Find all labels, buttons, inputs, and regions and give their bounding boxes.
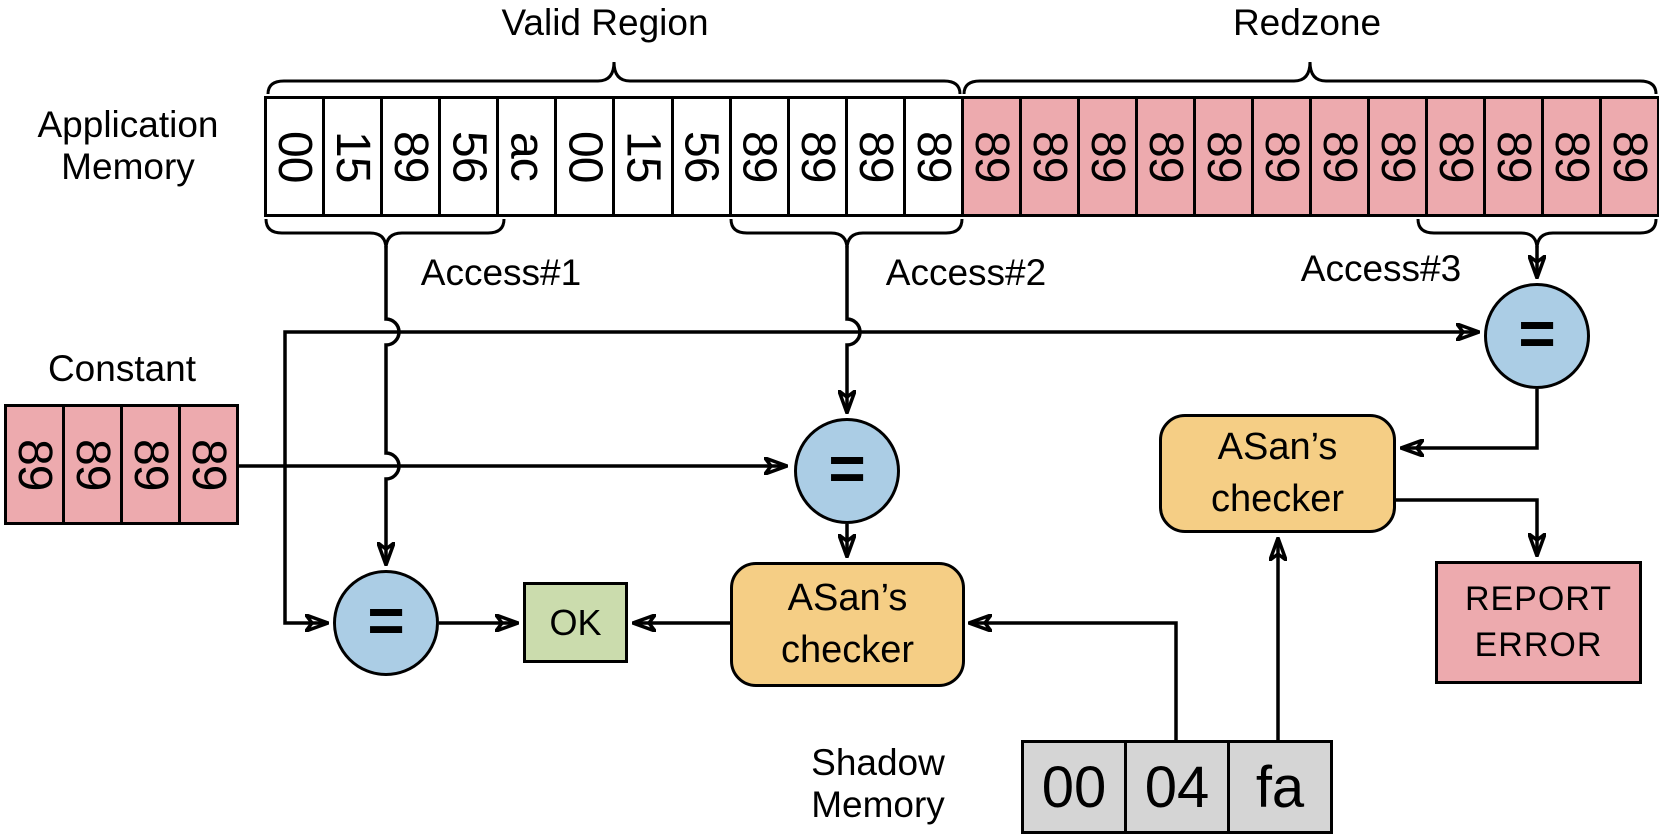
memory-cell: 00 [557, 99, 616, 214]
constant-cell: 89 [7, 407, 65, 522]
redzone-cell: 89 [1312, 99, 1370, 214]
shadow-memory-label: Shadow Memory [811, 742, 945, 826]
redzone-cell: 89 [1080, 99, 1138, 214]
memory-cell: 15 [325, 99, 384, 214]
memory-cell: 56 [441, 99, 500, 214]
comparator-access1: = [333, 570, 439, 676]
redzone-cell: 89 [1544, 99, 1602, 214]
redzone-cell: 89 [1138, 99, 1196, 214]
report-error-box: REPORT ERROR [1435, 561, 1642, 684]
redzone-cell: 89 [1370, 99, 1428, 214]
access1-brace [264, 218, 506, 250]
memory-cell: 00 [267, 99, 326, 214]
equals-sign: = [828, 432, 866, 504]
redzone-cell: 89 [1254, 99, 1312, 214]
shadow-to-checker1 [970, 623, 1178, 740]
memory-cell: 89 [732, 99, 790, 214]
access1-line [386, 246, 401, 564]
memory-cell: 15 [615, 99, 674, 214]
access1-label: Access#1 [420, 252, 582, 293]
shadow-cell: 04 [1127, 743, 1230, 831]
constant-label: Constant [47, 348, 197, 389]
checker2-to-report [1396, 498, 1537, 555]
valid-region-label: Valid Region [501, 2, 709, 43]
memory-cell: 89 [848, 99, 906, 214]
shadow-cell: fa [1230, 743, 1330, 831]
memory-cell: 89 [383, 99, 442, 214]
constant-branch-bottom [283, 466, 327, 623]
valid-region-brace [266, 61, 962, 95]
redzone-cell: 89 [1022, 99, 1080, 214]
redzone-cell: 89 [1602, 99, 1657, 214]
asan-checker-1: ASan’s checker [730, 562, 965, 687]
redzone-brace [962, 61, 1658, 95]
access3-label: Access#3 [1300, 248, 1462, 289]
redzone-cell: 89 [1196, 99, 1254, 214]
application-memory-label: Application Memory [37, 104, 219, 188]
memory-cell: 89 [906, 130, 960, 183]
access2-line [847, 246, 862, 412]
asan-checker-2: ASan’s checker [1159, 414, 1396, 533]
memory-cell: 56 [674, 99, 732, 214]
memory-cell: 89 [790, 99, 848, 214]
redzone-cell: 89 [964, 99, 1022, 214]
access2-label: Access#2 [885, 252, 1047, 293]
shadow-cell: 00 [1024, 743, 1127, 831]
redzone-cell: 89 [1486, 99, 1544, 214]
equals-sign: = [1518, 297, 1556, 369]
constant-cell: 89 [123, 407, 181, 522]
comparator-access2: = [794, 418, 900, 524]
equals-sign: = [367, 584, 405, 656]
ok-box: OK [523, 582, 628, 663]
memory-cell: ac [499, 99, 558, 214]
access2-brace [729, 218, 964, 250]
redzone-cell: 89 [1428, 99, 1486, 214]
right-eq-to-checker2 [1402, 389, 1539, 448]
access3-brace [1416, 218, 1658, 250]
redzone-label: Redzone [1232, 2, 1382, 43]
constant-cell: 89 [65, 407, 123, 522]
comparator-access3: = [1484, 283, 1590, 389]
constant-cell: 89 [181, 407, 236, 522]
